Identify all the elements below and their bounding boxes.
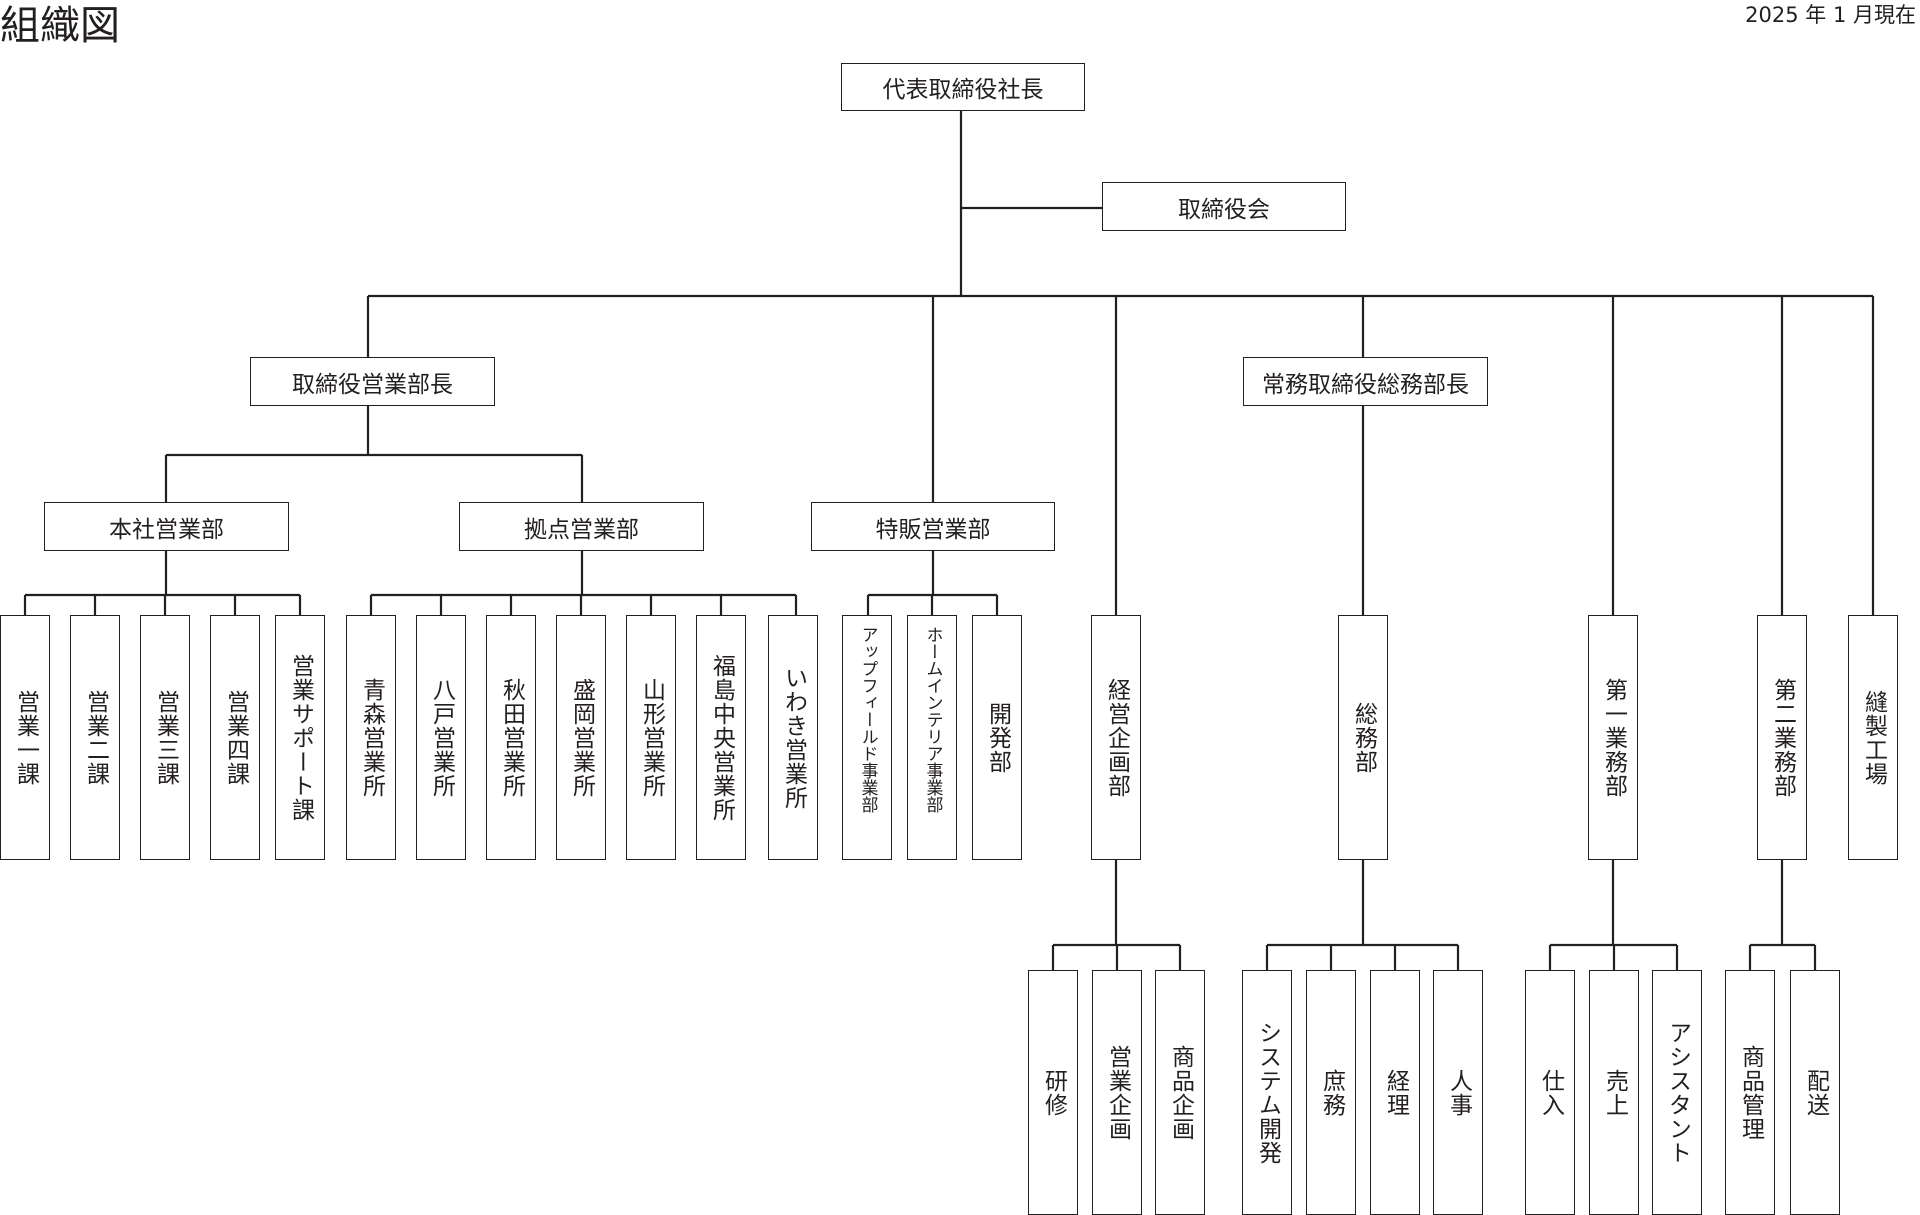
- development-label: 開発部: [984, 701, 1011, 774]
- shiire-box: 仕入: [1525, 970, 1575, 1215]
- akita-box: 秋田営業所: [486, 615, 536, 860]
- gyomu1-box: 第一業務部: [1588, 615, 1638, 860]
- aomori-box: 青森営業所: [346, 615, 396, 860]
- kenshu-label: 研修: [1040, 1068, 1067, 1117]
- shomu-box: 庶務: [1306, 970, 1356, 1215]
- as-of-date: 2025 年 1 月現在: [1745, 3, 1916, 27]
- kyoten-sales-box: 拠点営業部: [459, 502, 704, 551]
- sales-support-box: 営業サポート課: [275, 615, 325, 860]
- eigyo-kikaku-box: 営業企画: [1092, 970, 1142, 1215]
- factory-label: 縫製工場: [1860, 689, 1887, 786]
- jinji-label: 人事: [1445, 1068, 1472, 1117]
- general-director-box: 常務取締役総務部長: [1243, 357, 1488, 406]
- morioka-label: 盛岡営業所: [568, 677, 595, 798]
- sales-support-label: 営業サポート課: [287, 653, 314, 822]
- sales2-label: 営業二課: [82, 689, 109, 786]
- sales-director-box: 取締役営業部長: [250, 357, 495, 406]
- keiei-kikaku-box: 経営企画部: [1091, 615, 1141, 860]
- system-dev-box: システム開発: [1242, 970, 1292, 1215]
- yamagata-label: 山形営業所: [638, 677, 665, 798]
- sales1-label: 営業一課: [12, 689, 39, 786]
- haiso-label: 配送: [1802, 1068, 1829, 1117]
- hachinohe-box: 八戸営業所: [416, 615, 466, 860]
- sales3-label: 営業三課: [152, 689, 179, 786]
- honsha-sales-label: 本社営業部: [109, 516, 224, 543]
- board-label: 取締役会: [1178, 196, 1270, 223]
- upfield-box: アップフィールド事業部: [842, 615, 892, 860]
- sales-director-label: 取締役営業部長: [292, 371, 453, 398]
- sales4-label: 営業四課: [222, 689, 249, 786]
- sales4-box: 営業四課: [210, 615, 260, 860]
- somu-box: 総務部: [1338, 615, 1388, 860]
- gyomu2-label: 第二業務部: [1769, 677, 1796, 798]
- somu-label: 総務部: [1350, 701, 1377, 774]
- board-box: 取締役会: [1102, 182, 1346, 231]
- keiri-label: 経理: [1382, 1068, 1409, 1117]
- gyomu2-box: 第二業務部: [1757, 615, 1807, 860]
- factory-box: 縫製工場: [1848, 615, 1898, 860]
- page-title: 組織図: [0, 3, 120, 49]
- shiire-label: 仕入: [1537, 1068, 1564, 1117]
- eigyo-kikaku-label: 営業企画: [1104, 1044, 1131, 1141]
- development-box: 開発部: [972, 615, 1022, 860]
- upfield-label: アップフィールド事業部: [857, 626, 878, 813]
- tokuhan-sales-label: 特販営業部: [875, 516, 991, 543]
- haiso-box: 配送: [1790, 970, 1840, 1215]
- uriage-box: 売上: [1589, 970, 1639, 1215]
- home-interior-box: ホームインテリア事業部: [907, 615, 957, 860]
- president-label: 代表取締役社長: [882, 77, 1044, 103]
- shohin-kikaku-label: 商品企画: [1167, 1044, 1194, 1141]
- fukushima-label: 福島中央営業所: [708, 653, 735, 822]
- home-interior-label: ホームインテリア事業部: [922, 626, 943, 813]
- assistant-box: アシスタント: [1652, 970, 1702, 1215]
- uriage-label: 売上: [1601, 1068, 1628, 1117]
- keiri-box: 経理: [1370, 970, 1420, 1215]
- aomori-label: 青森営業所: [358, 677, 385, 798]
- shomu-label: 庶務: [1318, 1068, 1345, 1117]
- assistant-label: アシスタント: [1664, 1020, 1691, 1165]
- keiei-kikaku-label: 経営企画部: [1103, 677, 1130, 798]
- jinji-box: 人事: [1433, 970, 1483, 1215]
- iwaki-label: いわき営業所: [780, 665, 807, 810]
- shohin-kikaku-box: 商品企画: [1155, 970, 1205, 1215]
- sales1-box: 営業一課: [0, 615, 50, 860]
- kyoten-sales-label: 拠点営業部: [524, 516, 639, 543]
- iwaki-box: いわき営業所: [768, 615, 818, 860]
- akita-label: 秋田営業所: [498, 677, 525, 798]
- sales3-box: 営業三課: [140, 615, 190, 860]
- honsha-sales-box: 本社営業部: [44, 502, 289, 551]
- general-director-label: 常務取締役総務部長: [1262, 371, 1469, 398]
- tokuhan-sales-box: 特販営業部: [811, 502, 1055, 551]
- system-dev-label: システム開発: [1254, 1020, 1281, 1165]
- shohin-kanri-label: 商品管理: [1737, 1044, 1764, 1141]
- shohin-kanri-box: 商品管理: [1725, 970, 1775, 1215]
- hachinohe-label: 八戸営業所: [428, 677, 455, 798]
- gyomu1-label: 第一業務部: [1600, 677, 1627, 798]
- kenshu-box: 研修: [1028, 970, 1078, 1215]
- fukushima-box: 福島中央営業所: [696, 615, 746, 860]
- sales2-box: 営業二課: [70, 615, 120, 860]
- yamagata-box: 山形営業所: [626, 615, 676, 860]
- morioka-box: 盛岡営業所: [556, 615, 606, 860]
- president-box: 代表取締役社長: [841, 63, 1085, 111]
